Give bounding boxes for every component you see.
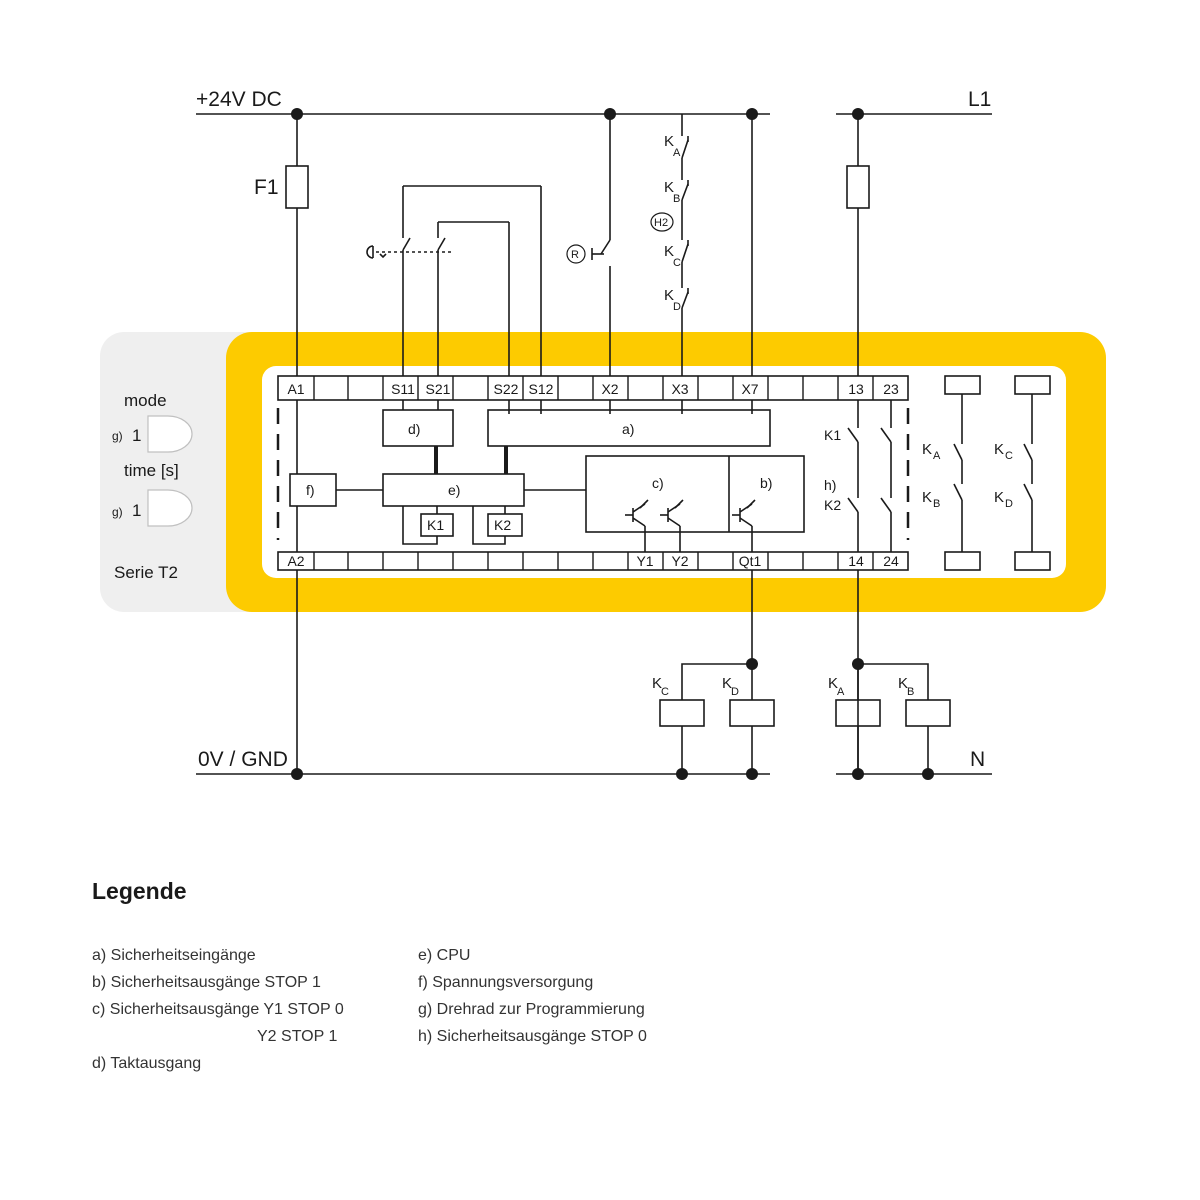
block-e-label: e) xyxy=(448,482,460,498)
coil-ka-sub: A xyxy=(837,686,845,698)
relay-kc-sub: C xyxy=(1005,450,1013,462)
legend-item-g: g) Drehrad zur Programmierung xyxy=(418,1001,645,1018)
block-k2-label: K2 xyxy=(494,517,511,533)
block-a-label: a) xyxy=(622,421,634,437)
legend: Legende a) Sicherheitseingänge b) Sicher… xyxy=(92,878,1092,1098)
terminal-top-23: 23 xyxy=(883,381,899,397)
feedback-kd-label: K xyxy=(664,287,674,304)
series-label: Serie T2 xyxy=(114,563,178,582)
legend-left-column: a) Sicherheitseingänge b) Sicherheitsaus… xyxy=(92,942,344,1077)
legend-item-c: c) Sicherheitsausgänge Y1 STOP 0 xyxy=(92,1001,344,1018)
rail-label-24v: +24V DC xyxy=(196,88,282,111)
feedback-kc-sub: C xyxy=(673,257,681,269)
terminal-bottom-y1: Y1 xyxy=(636,553,653,569)
feedback-kb-sub: B xyxy=(673,193,680,205)
coil-kc-label: K xyxy=(652,675,662,692)
relay-kc-label: K xyxy=(994,441,1004,458)
h2-label: H2 xyxy=(654,217,668,229)
coil-kd-sub: D xyxy=(731,686,739,698)
terminal-top-x3: X3 xyxy=(671,381,688,397)
relay-ka-label: K xyxy=(922,441,932,458)
h2-lamp-icon xyxy=(650,212,674,232)
terminal-bottom-qt1: Qt1 xyxy=(739,553,762,569)
block-k1-label: K1 xyxy=(427,517,444,533)
contact-k2-label: K2 xyxy=(824,497,841,513)
wiring-diagram: +24V DC L1 0V / GND N F1 R H2 K A K B K … xyxy=(100,88,1106,780)
relay-ka-sub: A xyxy=(933,450,941,462)
coil-kb-label: K xyxy=(898,675,908,692)
time-g-label: g) xyxy=(112,505,123,519)
terminal-top-a1: A1 xyxy=(287,381,304,397)
legend-item-b: b) Sicherheitsausgänge STOP 1 xyxy=(92,974,321,991)
fuse-label: F1 xyxy=(254,176,279,199)
coil-kc-sub: C xyxy=(661,686,669,698)
terminal-bottom-y2: Y2 xyxy=(671,553,688,569)
relay-kd-label: K xyxy=(994,489,1004,506)
feedback-kd-sub: D xyxy=(673,301,681,313)
time-label: time [s] xyxy=(124,461,179,480)
terminal-bottom-24: 24 xyxy=(883,553,899,569)
legend-item-e: e) CPU xyxy=(418,947,471,964)
relay-kb-label: K xyxy=(922,489,932,506)
mode-value: 1 xyxy=(132,426,141,445)
legend-right-column: e) CPU f) Spannungsversorgung g) Drehrad… xyxy=(418,942,647,1050)
block-h-label: h) xyxy=(824,477,836,493)
mode-label: mode xyxy=(124,391,167,410)
rail-label-n: N xyxy=(970,748,985,771)
block-d-label: d) xyxy=(408,421,420,437)
terminal-top-s22: S22 xyxy=(494,381,519,397)
reset-icon xyxy=(566,244,586,264)
feedback-kb-label: K xyxy=(664,179,674,196)
junction-dots xyxy=(291,108,934,780)
legend-title: Legende xyxy=(92,878,187,904)
terminal-top-13: 13 xyxy=(848,381,864,397)
device-inner xyxy=(262,366,1066,578)
relay-kd-sub: D xyxy=(1005,498,1013,510)
legend-item-a: a) Sicherheitseingänge xyxy=(92,947,256,964)
block-f-label: f) xyxy=(306,482,315,498)
terminal-top-x7: X7 xyxy=(741,381,758,397)
relay-kb-sub: B xyxy=(933,498,940,510)
reset-symbol-label: R xyxy=(571,249,579,261)
coil-kb-sub: B xyxy=(907,686,914,698)
mode-dial-icon[interactable] xyxy=(147,415,193,453)
rail-label-gnd: 0V / GND xyxy=(198,748,288,771)
terminal-top-s12: S12 xyxy=(529,381,554,397)
rail-label-l1: L1 xyxy=(968,88,991,111)
feedback-ka-label: K xyxy=(664,133,674,150)
time-dial-icon[interactable] xyxy=(147,489,193,527)
coil-kd-label: K xyxy=(722,675,732,692)
block-b-label: b) xyxy=(760,475,772,491)
block-c-label: c) xyxy=(652,475,664,491)
terminal-top-s21: S21 xyxy=(426,381,451,397)
coil-ka-label: K xyxy=(828,675,838,692)
feedback-kc-label: K xyxy=(664,243,674,260)
contact-k1-label: K1 xyxy=(824,427,841,443)
terminal-bottom-a2: A2 xyxy=(287,553,304,569)
mode-g-label: g) xyxy=(112,429,123,443)
legend-item-c-y2: Y2 STOP 1 xyxy=(257,1028,338,1045)
legend-item-f: f) Spannungsversorgung xyxy=(418,974,594,991)
terminal-bottom-14: 14 xyxy=(848,553,864,569)
legend-item-d: d) Taktausgang xyxy=(92,1055,202,1072)
time-value: 1 xyxy=(132,501,141,520)
legend-item-h: h) Sicherheitsausgänge STOP 0 xyxy=(418,1028,647,1045)
terminal-top-s11: S11 xyxy=(391,381,415,397)
terminal-top-x2: X2 xyxy=(601,381,618,397)
feedback-ka-sub: A xyxy=(673,147,681,159)
